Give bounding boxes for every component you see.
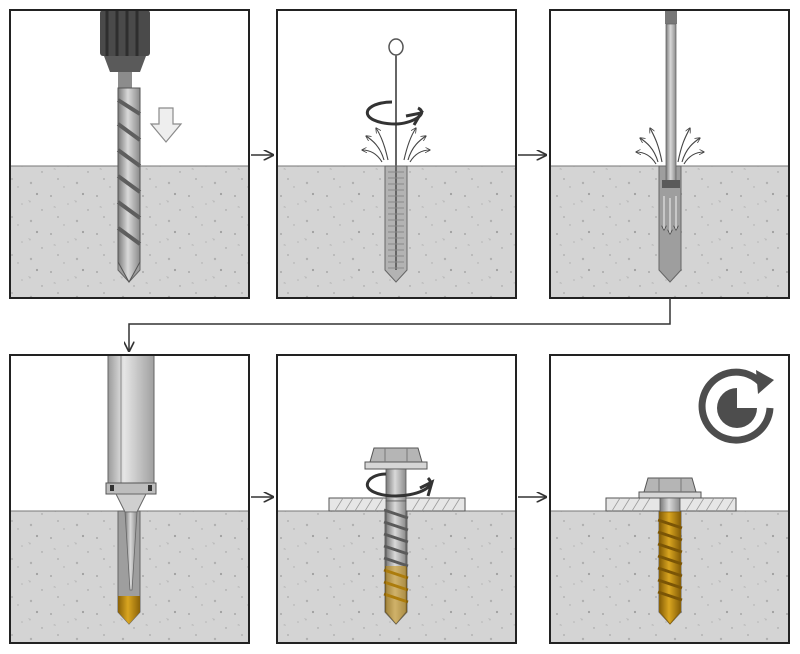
flow-arrows	[129, 155, 671, 497]
arrow-step3-to-step4	[129, 298, 671, 351]
airflow-down-arrows	[664, 196, 676, 234]
down-arrow-icon	[149, 107, 183, 143]
wire-brush-icon	[388, 38, 404, 270]
drill-chuck-icon	[100, 10, 150, 88]
step-4-inject-panel	[9, 354, 250, 644]
dispenser-nozzle-icon	[105, 354, 157, 591]
step-2-brush-panel	[276, 9, 517, 299]
step-3-blow-panel	[549, 9, 790, 299]
hex-screw-icon	[364, 447, 428, 625]
dust-arrows-icon	[362, 128, 430, 163]
clock-cure-icon	[698, 368, 774, 444]
drill-bit-icon	[116, 87, 142, 284]
step-6-cure-panel	[549, 354, 790, 644]
air-nozzle-icon	[662, 10, 680, 188]
rotation-arrow-icon	[365, 100, 424, 126]
hex-screw-icon	[638, 477, 702, 625]
step-5-insert-panel	[276, 354, 517, 644]
step-1-drill-panel	[9, 9, 250, 299]
rotation-arrow-icon	[365, 472, 435, 498]
dust-arrows-icon	[636, 128, 704, 165]
adhesive-fill	[118, 596, 140, 624]
